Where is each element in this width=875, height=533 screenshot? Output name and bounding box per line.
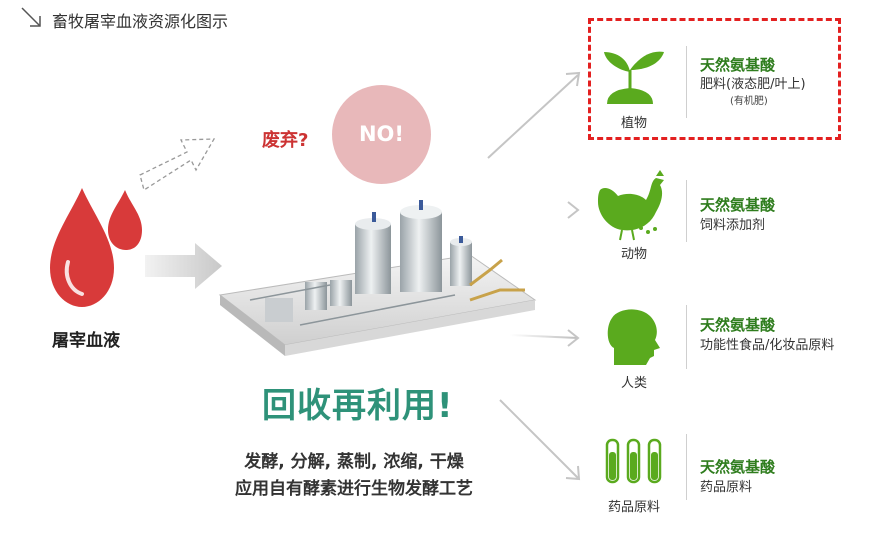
category-label-medicine: 药品原料 [607, 500, 660, 515]
output-arrows [487, 71, 581, 481]
separator [686, 305, 687, 369]
process-method-text: 应用自有酵素进行生物发酵工艺 [235, 479, 473, 499]
category-label-animal: 动物 [620, 247, 647, 262]
category-label-plant: 植物 [620, 116, 647, 131]
separator [686, 180, 687, 242]
plant-icon [604, 51, 664, 104]
product-desc-medicine: 药品原料 [700, 480, 753, 495]
input-arrow [145, 243, 222, 289]
process-steps-text: 发酵, 分解, 蒸制, 浓缩, 干燥 [244, 452, 464, 472]
product-title-medicine: 天然氨基酸 [700, 458, 776, 476]
discard-arrow [139, 138, 216, 192]
separator [686, 46, 687, 118]
separator [686, 434, 687, 500]
product-title-human: 天然氨基酸 [700, 316, 776, 334]
chicken-icon [598, 170, 664, 241]
page-title: 畜牧屠宰血液资源化图示 [52, 12, 229, 31]
product-desc-human: 功能性食品/化妆品原料 [700, 338, 835, 353]
product-desc-animal: 饲料添加剂 [700, 218, 766, 233]
header-corner-icon [21, 7, 41, 27]
blood-drop-icon [50, 188, 142, 307]
product-title-plant: 天然氨基酸 [700, 56, 776, 74]
no-label: NO! [358, 122, 404, 146]
blood-label: 屠宰血液 [52, 331, 120, 351]
recycle-label: 回收再利用! [262, 386, 454, 426]
product-desc-plant: 肥料(液态肥/叶上) [700, 77, 806, 92]
category-label-human: 人类 [620, 376, 647, 391]
product-note-plant: (有机肥) [730, 96, 768, 107]
factory-illustration [218, 200, 537, 356]
human-head-icon [607, 309, 660, 365]
test-tubes-icon [605, 438, 662, 484]
no-circle [332, 85, 431, 184]
product-title-animal: 天然氨基酸 [700, 196, 776, 214]
plant-highlight-box [588, 18, 841, 140]
discard-label: 废弃? [262, 130, 309, 151]
